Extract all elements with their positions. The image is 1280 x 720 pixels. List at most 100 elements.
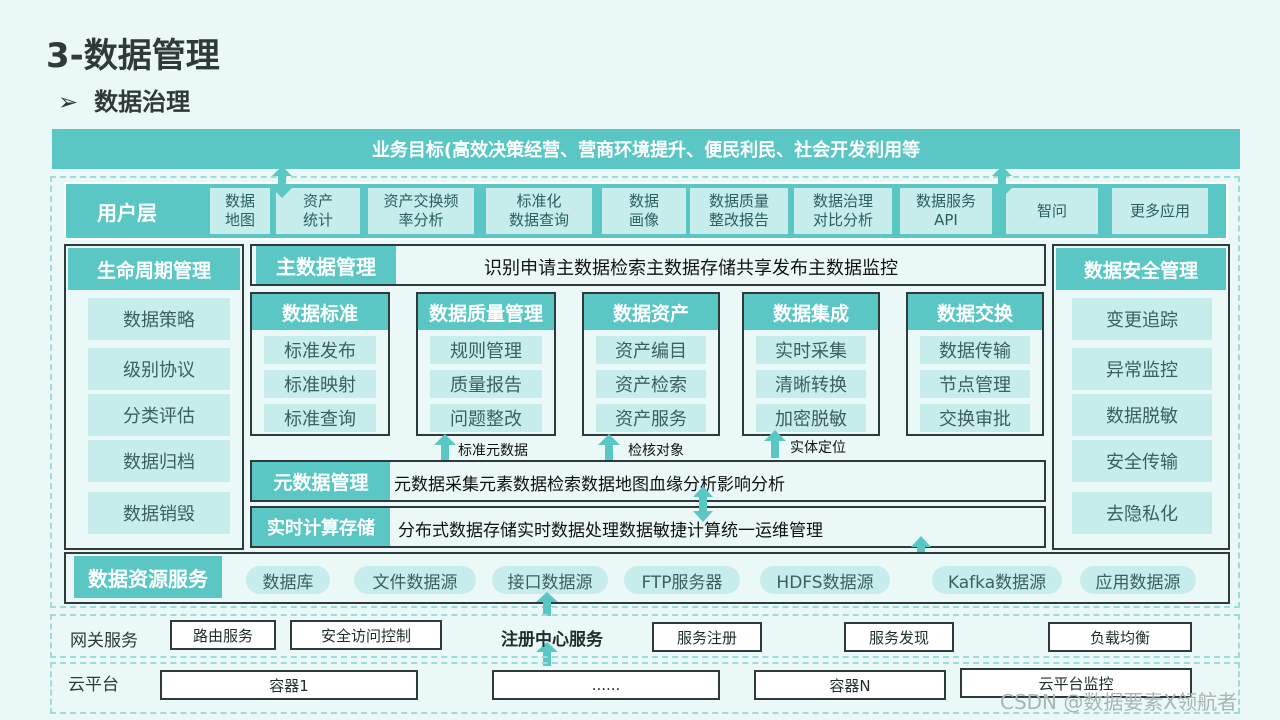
- metadata-text: 元数据采集元素数据检索数据地图血缘分析影响分析: [394, 475, 785, 495]
- module-item: 交换审批: [920, 404, 1030, 432]
- user-layer-item-line1: 数据质量: [708, 192, 769, 210]
- service-register-box: 服务注册: [652, 622, 762, 652]
- lifecycle-item: 数据销毁: [88, 492, 230, 534]
- resource-source-item: 文件数据源: [354, 566, 476, 594]
- master-data-label: 主数据管理: [256, 246, 396, 284]
- business-goal-bar: 业务目标(高效决策经营、营商环境提升、便民利民、社会开发利用等: [52, 129, 1240, 169]
- security-item: 异常监控: [1072, 348, 1212, 390]
- user-layer-label: 用户层: [97, 200, 157, 225]
- user-layer-item[interactable]: 更多应用: [1112, 188, 1208, 234]
- module-item: 资产检索: [596, 370, 706, 398]
- module-item: 加密脱敏: [756, 404, 866, 432]
- user-layer-item-line2: 画像: [628, 211, 659, 229]
- security-item: 变更追踪: [1072, 298, 1212, 340]
- user-layer-item-line2: 统计: [302, 211, 333, 229]
- realtime-label: 实时计算存储: [252, 508, 390, 546]
- user-layer-item-line2: 数据查询: [508, 211, 569, 229]
- container-n-box: 容器N: [754, 670, 946, 700]
- module-item: 资产服务: [596, 404, 706, 432]
- up-arrow-icon: [764, 430, 786, 458]
- platform-frame: [50, 176, 1240, 608]
- user-layer-item-line1: 资产: [302, 192, 333, 210]
- module-title: 数据标准: [252, 294, 388, 330]
- user-layer-item-line2: 整改报告: [708, 211, 769, 229]
- up-arrow-icon: [434, 434, 456, 462]
- up-arrow-icon: [598, 434, 620, 462]
- gateway-label: 网关服务: [70, 631, 138, 651]
- realtime-text: 分布式数据存储实时数据处理数据敏捷计算统一运维管理: [398, 521, 823, 541]
- user-layer-item-line1: 标准化: [516, 192, 562, 210]
- watermark: CSDN @数据要素X领航者: [1000, 690, 1238, 714]
- module-title: 数据质量管理: [418, 294, 554, 330]
- bullet-arrow-icon: ➢: [58, 88, 79, 116]
- security-item: 去隐私化: [1072, 492, 1212, 534]
- resource-source-item: HDFS数据源: [760, 566, 890, 594]
- lifecycle-item: 数据归档: [88, 440, 230, 482]
- user-layer-item[interactable]: 数据质量整改报告: [690, 188, 788, 234]
- user-layer-item-line2: 率分析: [398, 211, 444, 229]
- arrow-label-check-object: 检核对象: [628, 443, 684, 459]
- user-layer-item[interactable]: 标准化数据查询: [486, 188, 592, 234]
- user-layer-item[interactable]: 资产统计: [276, 188, 360, 234]
- arrow-label-entity-location: 实体定位: [790, 440, 846, 456]
- cloud-label: 云平台: [68, 675, 119, 695]
- security-title: 数据安全管理: [1056, 248, 1226, 290]
- gateway-frame: [50, 614, 1240, 658]
- module-item: 实时采集: [756, 336, 866, 364]
- user-layer-item-line1: 数据服务: [915, 192, 976, 210]
- container-1-box: 容器1: [160, 670, 418, 700]
- module-item: 标准映射: [264, 370, 376, 398]
- double-arrow-icon: [272, 166, 292, 198]
- security-item: 安全传输: [1072, 440, 1212, 482]
- double-arrow-icon: [992, 166, 1012, 198]
- container-ellipsis-box: ......: [492, 670, 720, 700]
- user-layer-item[interactable]: 数据治理对比分析: [794, 188, 892, 234]
- user-layer-item[interactable]: 数据地图: [210, 188, 270, 234]
- resource-source-item: FTP服务器: [624, 566, 740, 594]
- user-layer-item[interactable]: 智问: [1006, 188, 1098, 234]
- metadata-label: 元数据管理: [252, 462, 390, 500]
- module-item: 节点管理: [920, 370, 1030, 398]
- resource-source-item: Kafka数据源: [932, 566, 1062, 594]
- subtitle-text: 数据治理: [94, 88, 191, 116]
- master-data-text: 识别申请主数据检索主数据存储共享发布主数据监控: [484, 258, 898, 279]
- user-layer-item-line2: API: [934, 211, 958, 229]
- arrow-label-standard-metadata: 标准元数据: [458, 443, 528, 459]
- module-item: 质量报告: [430, 370, 542, 398]
- user-layer-item-line1: 更多应用: [1129, 201, 1190, 220]
- user-layer-item-line1: 资产交换频: [383, 192, 459, 210]
- module-title: 数据交换: [908, 294, 1042, 330]
- security-item: 数据脱敏: [1072, 394, 1212, 436]
- cloud-monitor-box: 云平台监控: [960, 668, 1192, 698]
- slide-subtitle: ➢ 数据治理: [58, 82, 190, 117]
- service-discovery-box: 服务发现: [844, 622, 954, 652]
- resource-source-item: 接口数据源: [492, 566, 608, 594]
- user-layer-item-line1: 数据: [628, 192, 659, 210]
- module-item: 清晰转换: [756, 370, 866, 398]
- lifecycle-title: 生命周期管理: [68, 248, 240, 290]
- up-arrow-icon: [536, 642, 558, 666]
- user-layer-item[interactable]: 数据画像: [602, 188, 686, 234]
- security-access-box: 安全访问控制: [290, 620, 442, 650]
- user-layer-item-line1: 数据: [224, 192, 255, 210]
- double-arrow-icon: [693, 486, 713, 522]
- module-item: 数据传输: [920, 336, 1030, 364]
- lifecycle-item: 级别协议: [88, 348, 230, 390]
- lifecycle-item: 分类评估: [88, 394, 230, 436]
- module-item: 标准查询: [264, 404, 376, 432]
- user-layer-item[interactable]: 资产交换频率分析: [368, 188, 474, 234]
- lifecycle-item: 数据策略: [88, 298, 230, 340]
- resource-source-item: 应用数据源: [1080, 566, 1196, 594]
- resource-service-label: 数据资源服务: [74, 556, 222, 598]
- resource-source-item: 数据库: [246, 566, 330, 594]
- load-balance-box: 负载均衡: [1048, 622, 1192, 652]
- user-layer-item-line1: 数据治理: [812, 192, 873, 210]
- registry-center-label: 注册中心服务: [501, 629, 603, 650]
- up-arrow-icon: [536, 592, 558, 616]
- user-layer-item-line2: 对比分析: [812, 211, 873, 229]
- routing-service-box: 路由服务: [170, 620, 276, 650]
- module-title: 数据资产: [584, 294, 718, 330]
- slide-title: 3-数据管理: [46, 36, 220, 76]
- module-item: 资产编目: [596, 336, 706, 364]
